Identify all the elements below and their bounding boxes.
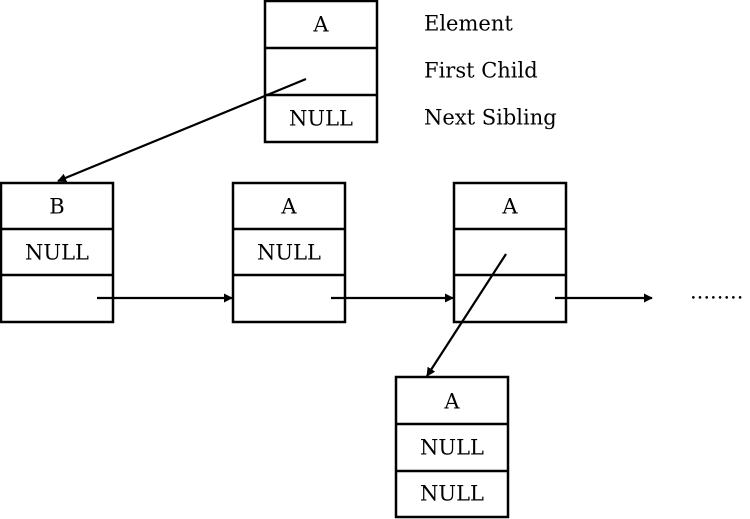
- legend-label-next-sibling: Next Sibling: [424, 106, 557, 130]
- node-a2: A: [452, 181, 568, 324]
- legend-node: A NULL: [263, 0, 379, 144]
- node-a3-first-child: NULL: [420, 436, 484, 460]
- node-b-first-child: NULL: [25, 241, 89, 265]
- node-a3: A NULL NULL: [394, 375, 510, 519]
- node-b-element: B: [49, 195, 64, 219]
- legend-node-element: A: [312, 13, 329, 37]
- node-a1-element: A: [280, 195, 297, 219]
- node-a1-first-child: NULL: [257, 241, 321, 265]
- legend-label-first-child: First Child: [424, 59, 538, 83]
- first-child-pointer-legend-to-b: [57, 77, 307, 183]
- first-child-pointer-a2-to-a3: [426, 253, 507, 377]
- legend-node-next-sibling: NULL: [289, 107, 353, 131]
- continuation-dots: ........: [690, 280, 743, 304]
- node-a1: A NULL: [231, 181, 347, 324]
- node-a3-next-sibling: NULL: [420, 482, 484, 506]
- legend-label-element: Element: [424, 12, 513, 36]
- node-a2-element: A: [501, 195, 518, 219]
- node-a3-element: A: [443, 390, 460, 414]
- node-b: B NULL: [0, 181, 115, 324]
